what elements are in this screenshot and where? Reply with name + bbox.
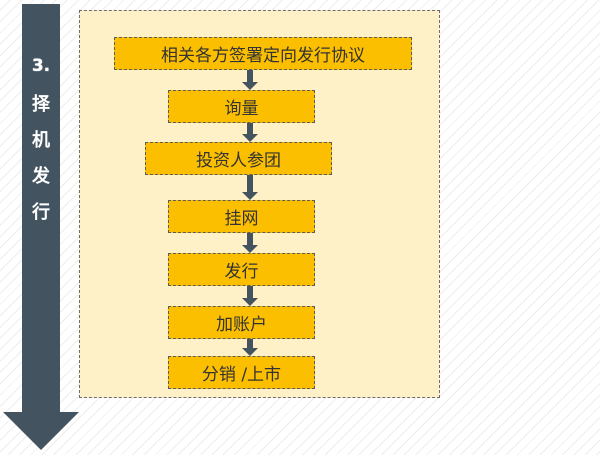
flow-connector-6	[242, 339, 258, 356]
step-sign-agreement: 相关各方签署定向发行协议	[114, 37, 412, 70]
step-issuance: 发行	[168, 253, 315, 286]
flow-connector-1	[242, 70, 258, 90]
step-listing-online: 挂网	[168, 200, 315, 233]
stage-char-2: 机	[32, 130, 50, 151]
step-distribution-listing: 分销 /上市	[168, 356, 315, 389]
flow-connector-3	[242, 175, 258, 200]
step-investor-join: 投资人参团	[145, 142, 332, 175]
stage-label: 3. 择 机 发 行	[22, 55, 60, 231]
process-direction-arrow: 3. 择 机 发 行	[0, 0, 82, 455]
step-inquiry: 询量	[168, 90, 315, 123]
flow-connector-2	[242, 123, 258, 142]
stage-char-1: 择	[32, 94, 50, 115]
flow-connector-4	[242, 233, 258, 253]
stage-char-4: 行	[32, 202, 50, 223]
step-add-account: 加账户	[168, 306, 315, 339]
stage-number: 3.	[31, 56, 51, 76]
stage-char-3: 发	[32, 166, 50, 187]
flow-connector-5	[242, 286, 258, 306]
